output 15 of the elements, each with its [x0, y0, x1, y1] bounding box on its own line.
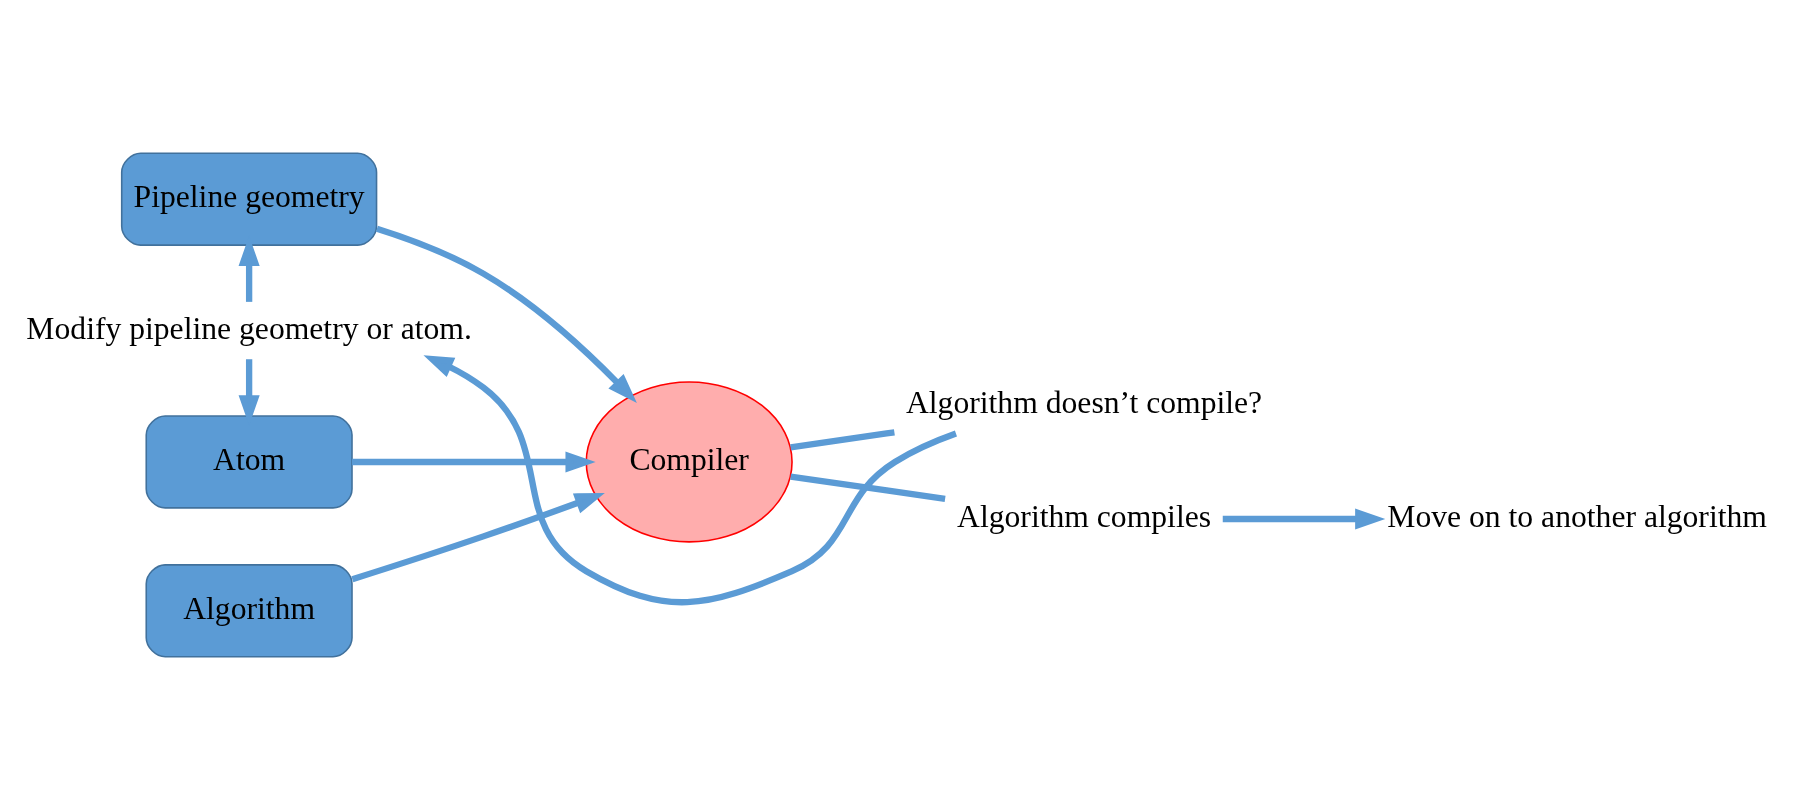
arrow: [351, 493, 605, 583]
arrow: [1222, 508, 1386, 530]
node-ellipse: Compiler: [585, 381, 793, 543]
node-text: Modify pipeline geometry or atom.: [26, 310, 472, 346]
connector: [790, 473, 946, 503]
node-box: Algorithm: [145, 564, 353, 658]
node-box: Pipeline geometry: [120, 152, 378, 246]
connector: [790, 429, 895, 451]
node-text: Algorithm doesn’t compile?: [905, 384, 1263, 420]
arrow: [423, 355, 958, 606]
node-text: Algorithm compiles: [957, 498, 1212, 534]
arrow: [352, 451, 596, 473]
node-text: Move on to another algorithm: [1387, 498, 1767, 534]
node-box: Atom: [145, 415, 353, 509]
arrow: [375, 225, 637, 403]
